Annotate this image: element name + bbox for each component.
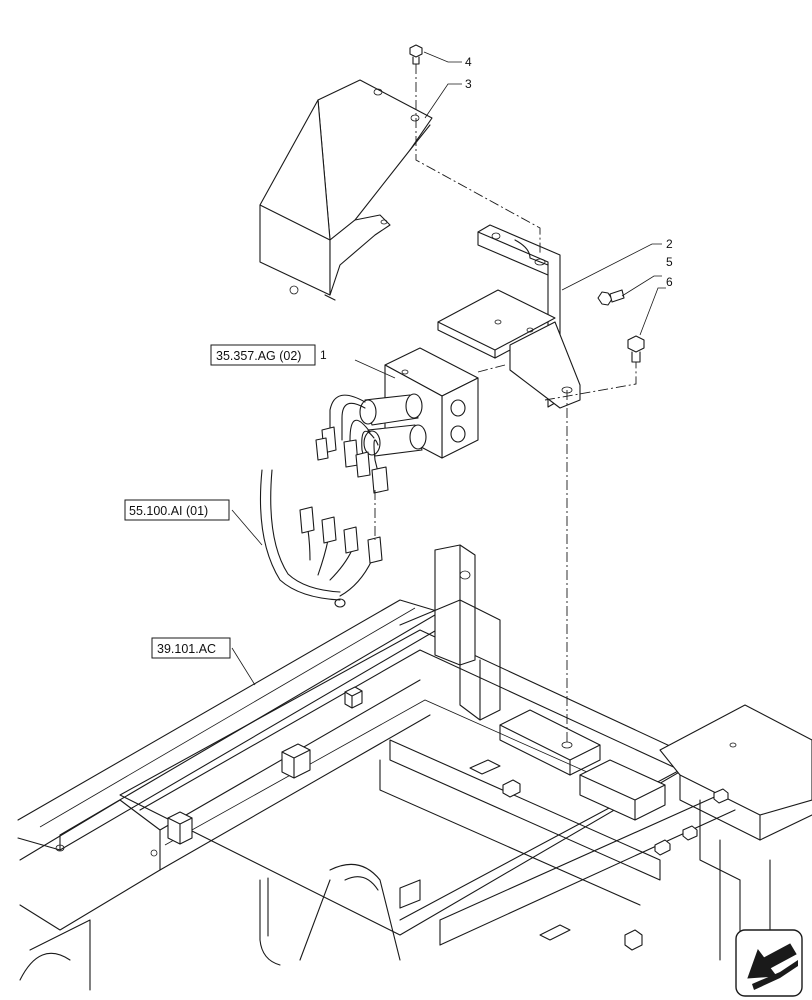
fasteners [409,44,645,363]
solenoid-valve-block [315,347,479,494]
wiring-harness [259,469,383,608]
reference-label-35-357-ag: 35.357.AG (02) [216,349,301,363]
reference-boxes: 35.357.AG (02) 55.100.AI (01) 39.101.AC [124,344,316,659]
reference-label-39-101-ac: 39.101.AC [157,642,216,656]
reference-label-55-100-ai: 55.100.AI (01) [129,504,208,518]
mounting-bracket [437,224,581,409]
frame-assembly [17,544,812,991]
leader-lines [231,51,666,686]
reference-box-35-357-ag[interactable] [210,344,316,366]
callout-4[interactable]: 4 [465,55,472,69]
callout-labels: 1 2 3 4 5 6 [320,55,673,362]
protective-cover [259,79,433,301]
callout-2[interactable]: 2 [666,237,673,251]
callout-6[interactable]: 6 [666,275,673,289]
assembly-center-lines [374,64,637,745]
reference-box-55-100-ai[interactable] [124,499,230,521]
callout-5[interactable]: 5 [666,255,673,269]
callout-1[interactable]: 1 [320,348,327,362]
arrow-icon[interactable] [735,929,803,997]
callout-3[interactable]: 3 [465,77,472,91]
reference-box-39-101-ac[interactable] [151,637,231,659]
